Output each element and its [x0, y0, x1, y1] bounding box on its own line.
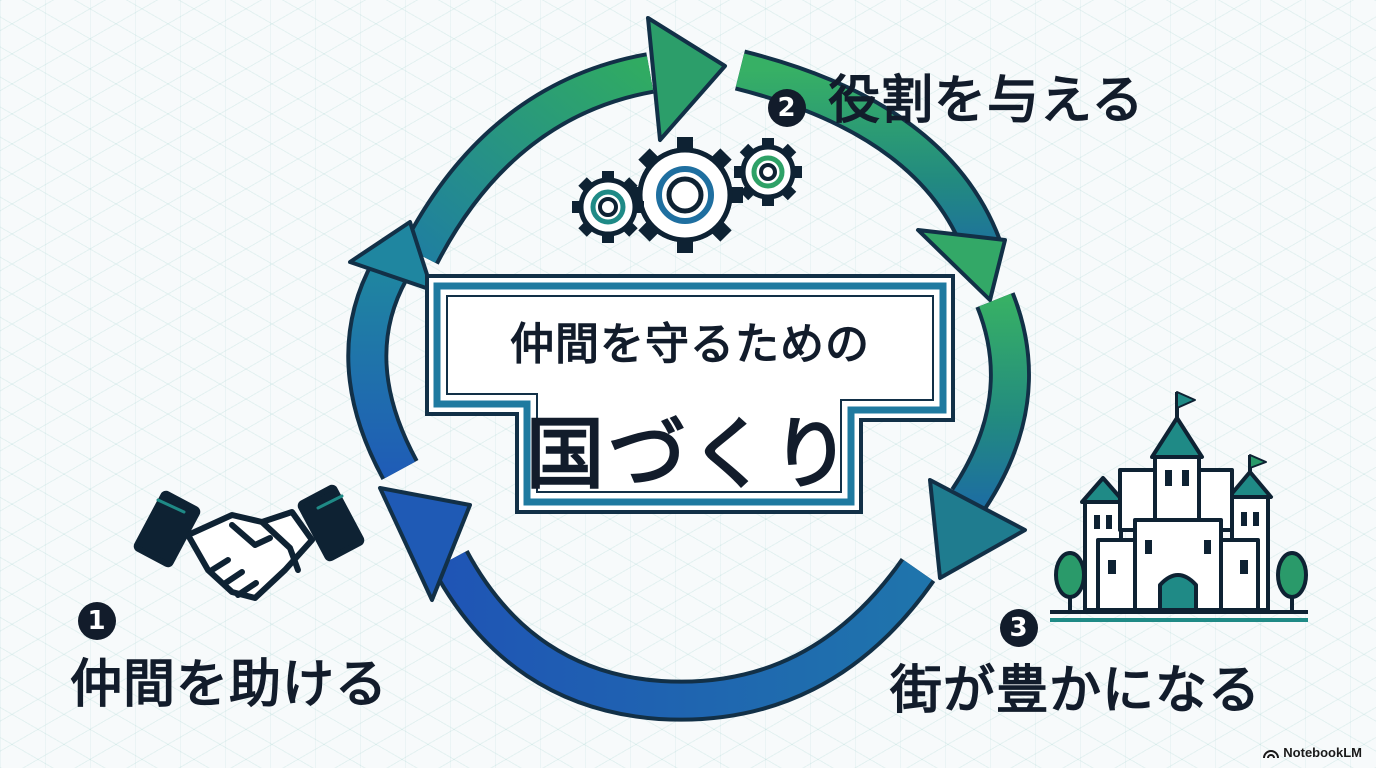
center-title-line-1: 仲間を守るための: [510, 319, 870, 370]
gears-icon: [572, 137, 802, 253]
watermark-text: NotebookLM: [1283, 745, 1362, 760]
notebooklm-logo-icon: [1263, 749, 1280, 758]
step-3-number-badge: 3: [1000, 589, 1038, 649]
step-2-label: 役割を与える: [828, 71, 1145, 131]
cycle-arrow-left: [346, 220, 434, 481]
handshake-icon: [133, 484, 365, 601]
notebooklm-watermark: NotebookLM: [1263, 745, 1362, 760]
cycle-arrow-right: [734, 49, 1031, 580]
castle-icon: [1050, 391, 1308, 622]
step-1-number-badge: 1: [78, 582, 116, 642]
step-1-label: 仲間を助ける: [70, 655, 389, 715]
cycle-arrow-top: [401, 16, 727, 265]
cycle-arrow-bottom: [378, 486, 936, 722]
step-2-number-badge: 2: [768, 69, 806, 129]
step-3-label: 街が豊かになる: [890, 661, 1262, 721]
center-title-line-2: 国づくり: [525, 410, 854, 500]
center-title-box: 仲間を守るための 国づくり: [425, 272, 955, 517]
